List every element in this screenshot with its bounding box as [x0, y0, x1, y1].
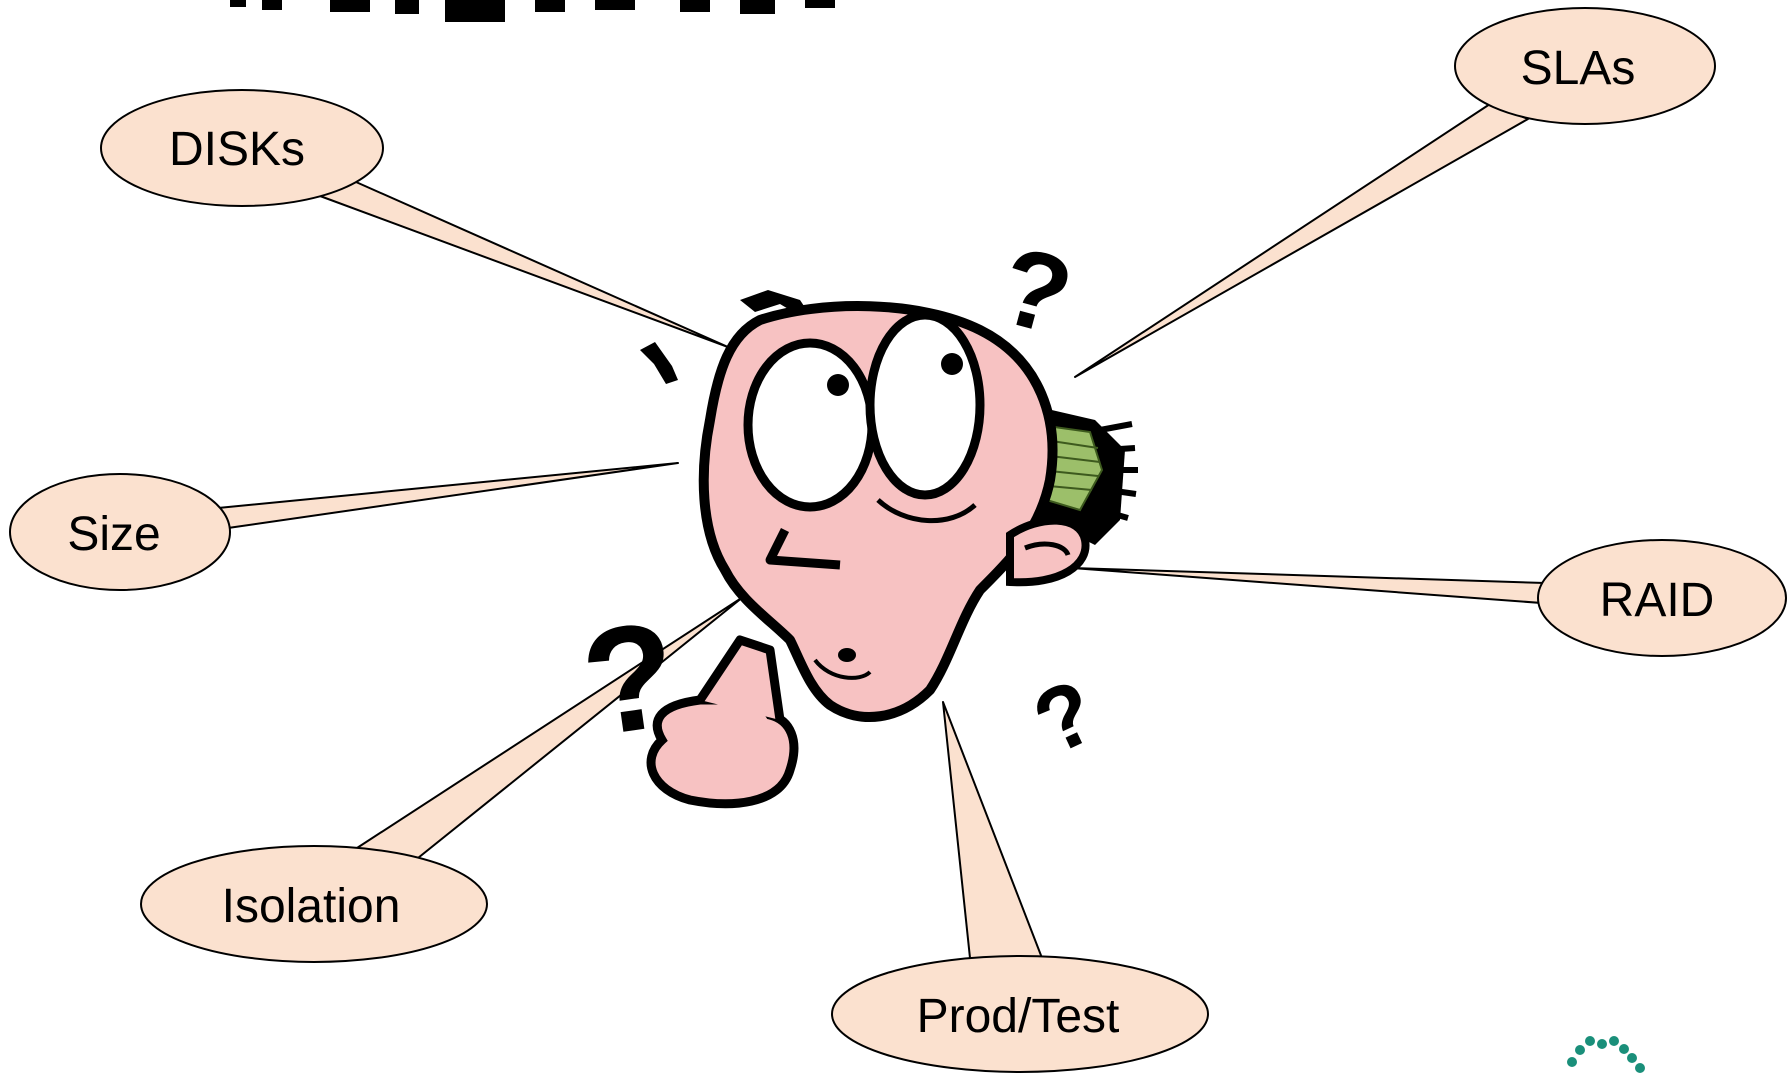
callout-label-prodtest: Prod/Test [917, 990, 1120, 1043]
callout-label-slas: SLAs [1521, 42, 1636, 95]
callout-label-size: Size [67, 508, 160, 561]
callout-raid: RAID [1072, 540, 1786, 656]
dotted-arc-logo [1567, 1036, 1645, 1073]
callout-slas: SLAs [1075, 8, 1715, 377]
ear [1010, 521, 1086, 583]
callout-label-isolation: Isolation [222, 880, 401, 933]
callout-label-raid: RAID [1600, 574, 1715, 627]
callout-label-disks: DISKs [169, 123, 305, 176]
svg-text:?: ? [1019, 661, 1111, 775]
mouth [838, 648, 856, 662]
callout-prodtest: Prod/Test [832, 702, 1208, 1072]
callout-size: Size [10, 463, 678, 590]
callout-disks: DISKs [101, 90, 728, 347]
clipped-title-remnant [230, 0, 835, 22]
